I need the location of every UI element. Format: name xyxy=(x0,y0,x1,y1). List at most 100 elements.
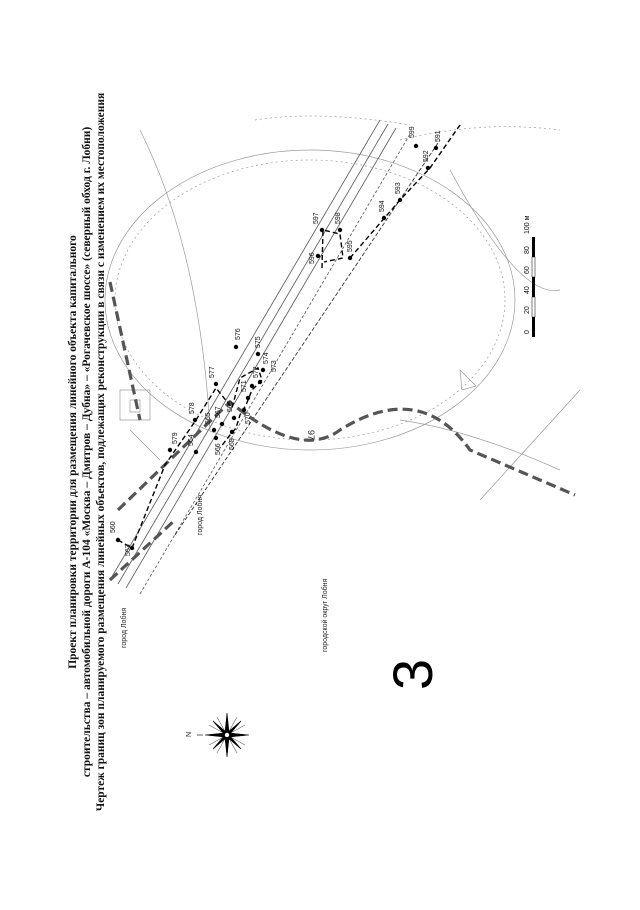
border-segment-lower xyxy=(116,399,576,512)
base-map xyxy=(104,115,581,501)
svg-text:591: 591 xyxy=(435,130,442,142)
svg-text:577: 577 xyxy=(209,366,216,378)
point-563: 563 xyxy=(125,544,135,556)
svg-text:572: 572 xyxy=(253,366,260,378)
ring-outer xyxy=(104,149,516,451)
road-line-4 xyxy=(479,389,581,501)
boundary-points: 560 563 564 565 566 567 568 569 570 571 … xyxy=(110,126,442,556)
svg-text:573: 573 xyxy=(271,360,278,372)
scale-tick-20: 20 xyxy=(524,306,531,314)
svg-text:570: 570 xyxy=(245,412,252,424)
north-label: N xyxy=(186,732,193,737)
svg-text:576: 576 xyxy=(235,328,242,340)
municipal-border xyxy=(108,281,576,582)
point-595: 595 xyxy=(347,240,354,261)
title-block: Проект планировки территории для размеще… xyxy=(67,93,107,812)
scale-tick-60: 60 xyxy=(524,266,531,274)
zone-boundary xyxy=(117,124,461,550)
point-576: 576 xyxy=(233,328,242,350)
svg-text:574: 574 xyxy=(263,352,270,364)
zone-boundary-left xyxy=(117,366,263,550)
point-564: 564 xyxy=(188,434,199,455)
zone-boundary-right xyxy=(321,229,344,269)
highway-line-1 xyxy=(109,119,381,581)
page-number: 97 xyxy=(306,429,317,441)
road-curve-5 xyxy=(399,126,561,141)
svg-text:592: 592 xyxy=(423,150,430,162)
border-segment-upper xyxy=(108,281,142,421)
svg-text:567: 567 xyxy=(215,406,222,418)
svg-text:579: 579 xyxy=(172,432,179,444)
highway-line-2 xyxy=(117,123,389,585)
zone-boundary-line xyxy=(349,124,461,259)
svg-text:575: 575 xyxy=(255,336,262,348)
point-591: 591 xyxy=(433,130,442,151)
point-596: 596 xyxy=(309,252,321,264)
title-line-3: Чертеж границ зон планируемого размещени… xyxy=(95,93,107,812)
border-segment-left xyxy=(108,518,177,582)
road-curve-3 xyxy=(399,419,561,471)
point-593: 593 xyxy=(395,182,403,203)
scale-tick-0: 0 xyxy=(524,330,531,334)
svg-text:593: 593 xyxy=(395,182,402,194)
road-curve-6 xyxy=(254,115,411,126)
point-572: 572 xyxy=(249,366,260,389)
point-569: 569 xyxy=(227,400,237,421)
title-line-1: Проект планировки территории для размеще… xyxy=(67,235,79,669)
point-594: 594 xyxy=(379,200,387,221)
svg-text:566: 566 xyxy=(215,443,222,455)
scale-seg-1 xyxy=(532,237,535,257)
place-label-lobnya-upper: город Лобня xyxy=(120,608,128,648)
road-curve-1 xyxy=(139,129,211,431)
scale-tick-100: 100 м xyxy=(524,215,531,234)
highway-line-4 xyxy=(139,133,411,595)
svg-text:568: 568 xyxy=(229,438,236,450)
sheet-number: 3 xyxy=(381,659,444,690)
scale-seg-2 xyxy=(531,256,536,278)
point-568: 568 xyxy=(229,429,236,450)
svg-text:565: 565 xyxy=(205,412,212,424)
scale-tick-80: 80 xyxy=(524,246,531,254)
scale-seg-5 xyxy=(532,317,535,337)
place-label-lobnya-lower: город Лобня xyxy=(196,495,204,535)
svg-text:594: 594 xyxy=(379,200,386,212)
point-566: 566 xyxy=(213,435,222,455)
point-570: 570 xyxy=(241,407,252,424)
ring-inner xyxy=(114,159,506,441)
point-573: 573 xyxy=(257,360,278,385)
title-line-2: строительства – автомобильной дороги А-1… xyxy=(81,127,93,778)
svg-text:569: 569 xyxy=(227,400,234,412)
building xyxy=(119,389,151,421)
traffic-island xyxy=(459,369,477,391)
svg-text:596: 596 xyxy=(309,252,316,264)
svg-text:564: 564 xyxy=(188,434,195,446)
point-575: 575 xyxy=(255,336,262,357)
svg-text:598: 598 xyxy=(335,212,342,224)
point-567: 567 xyxy=(215,406,225,427)
point-597: 597 xyxy=(313,212,325,233)
point-592: 592 xyxy=(423,150,431,171)
point-598: 598 xyxy=(335,212,343,233)
point-577: 577 xyxy=(209,366,219,387)
svg-text:599: 599 xyxy=(409,126,416,138)
point-565: 565 xyxy=(205,412,217,433)
svg-text:563: 563 xyxy=(125,544,132,556)
scale-bar: 0 20 40 60 80 100 м xyxy=(524,215,536,337)
svg-text:578: 578 xyxy=(189,402,196,414)
point-579: 579 xyxy=(167,432,179,453)
compass-rose-icon: N xyxy=(186,712,250,758)
point-571: 571 xyxy=(241,380,251,401)
highway-line-5 xyxy=(174,139,441,536)
highway-line-3 xyxy=(125,127,397,589)
scale-seg-4 xyxy=(531,296,536,318)
svg-text:560: 560 xyxy=(110,521,117,533)
main-highway xyxy=(109,119,441,595)
point-574: 574 xyxy=(260,352,270,373)
point-599: 599 xyxy=(409,126,419,149)
place-label-okrug: городской округ Лобня xyxy=(321,578,329,652)
road-stub xyxy=(129,429,161,461)
point-578: 578 xyxy=(189,402,198,423)
point-560: 560 xyxy=(110,521,121,543)
